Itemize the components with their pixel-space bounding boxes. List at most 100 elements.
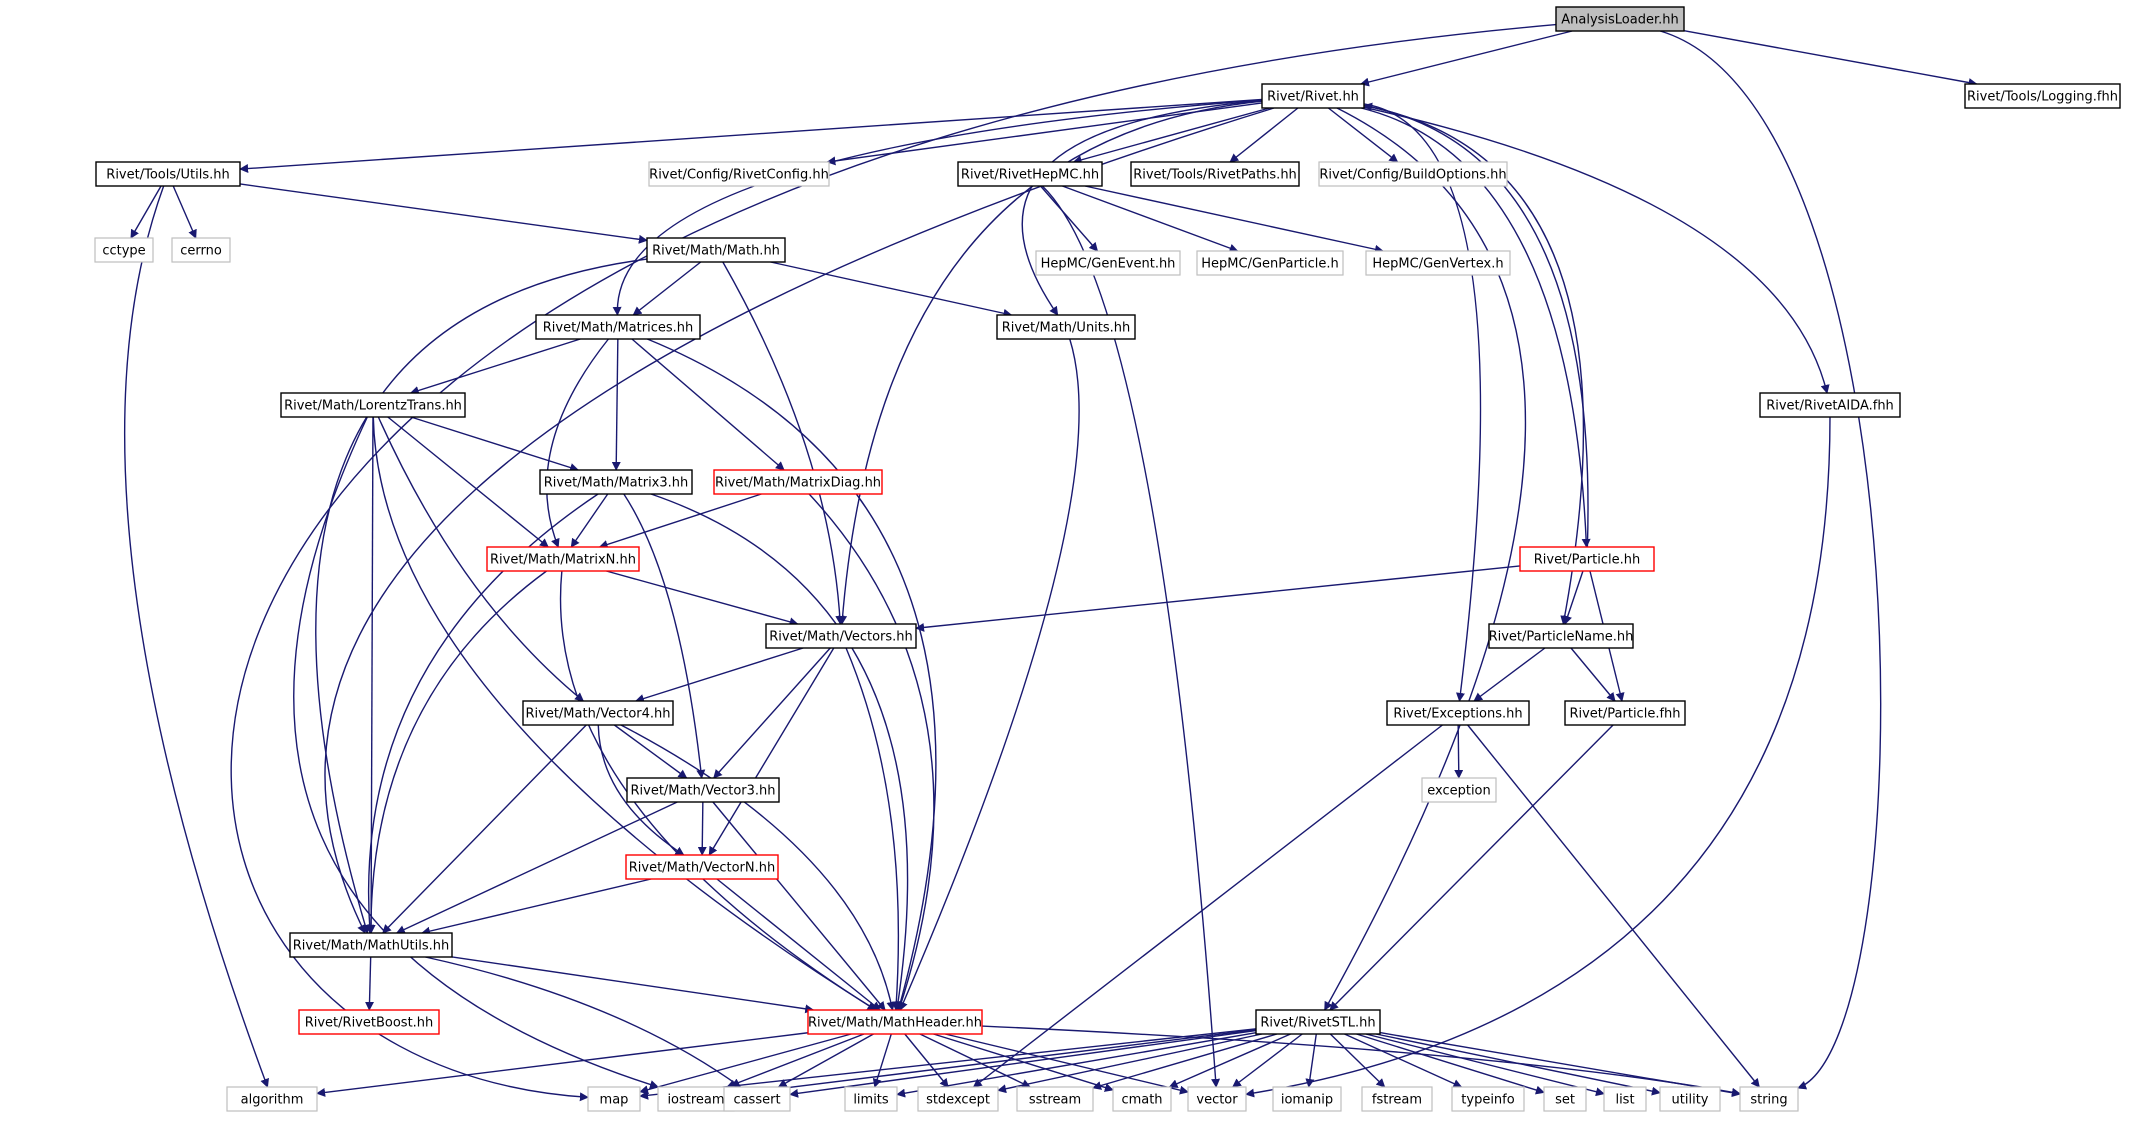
edge-matrix3-to-vector3 xyxy=(623,493,706,779)
node-logging[interactable]: Rivet/Tools/Logging.fhh xyxy=(1964,83,2121,109)
node-exceptions[interactable]: Rivet/Exceptions.hh xyxy=(1386,700,1530,726)
node-stdexcept: stdexcept xyxy=(917,1086,999,1112)
node-box-cassert xyxy=(723,1086,791,1112)
node-box-particlefhh xyxy=(1564,700,1686,726)
node-matrix3[interactable]: Rivet/Math/Matrix3.hh xyxy=(539,469,693,495)
edge-rivetstl-to-map xyxy=(639,1028,1257,1100)
edge-rivetstl-to-utility xyxy=(1375,1033,1661,1096)
node-label-iomanip: iomanip xyxy=(1281,1093,1333,1108)
node-vector4[interactable]: Rivet/Math/Vector4.hh xyxy=(522,700,674,726)
node-particlename[interactable]: Rivet/ParticleName.hh xyxy=(1488,623,1634,649)
node-label-matrixdiag: Rivet/Math/MatrixDiag.hh xyxy=(715,476,881,491)
edge-vectors-to-vector4 xyxy=(635,647,804,703)
node-box-string xyxy=(1739,1086,1799,1112)
node-label-math: Rivet/Math/Math.hh xyxy=(652,244,780,259)
node-label-list: list xyxy=(1615,1093,1634,1108)
edge-vector4-to-mathheader xyxy=(620,724,896,1011)
edge-lorentz-to-mathheader xyxy=(372,416,877,1011)
node-rivetstl[interactable]: Rivet/RivetSTL.hh xyxy=(1255,1009,1381,1035)
node-exception: exception xyxy=(1421,777,1497,803)
edge-rivetstl-to-list xyxy=(1365,1033,1605,1097)
node-box-rivet xyxy=(1261,83,1365,109)
node-box-math xyxy=(646,237,786,263)
edge-vectorn-to-mathutils xyxy=(421,878,652,936)
node-mathutils[interactable]: Rivet/Math/MathUtils.hh xyxy=(289,932,453,958)
edge-particle-to-particlename xyxy=(1563,570,1584,625)
node-label-typeinfo: typeinfo xyxy=(1461,1093,1514,1108)
node-matrices[interactable]: Rivet/Math/Matrices.hh xyxy=(535,314,701,340)
node-genvertex: HepMC/GenVertex.h xyxy=(1365,250,1511,276)
edge-rivet-to-mathutils xyxy=(324,107,1275,934)
node-particle[interactable]: Rivet/Particle.hh xyxy=(1519,546,1655,572)
node-label-particlename: Rivet/ParticleName.hh xyxy=(1489,630,1634,645)
node-box-rivetconfig xyxy=(648,161,830,187)
edge-matrix3-to-mathutils xyxy=(365,493,599,934)
edge-rivetstl-to-stdexcept xyxy=(997,1033,1263,1094)
node-units[interactable]: Rivet/Math/Units.hh xyxy=(996,314,1136,340)
node-buildoptions: Rivet/Config/BuildOptions.hh xyxy=(1318,161,1508,187)
edge-rivethepmc-to-genvertex xyxy=(1084,185,1384,254)
node-box-iomanip xyxy=(1272,1086,1342,1112)
node-label-sstream: sstream xyxy=(1029,1093,1081,1108)
node-box-mathheader xyxy=(807,1009,983,1035)
node-algorithm: algorithm xyxy=(226,1086,318,1112)
node-rivethepmc[interactable]: Rivet/RivetHepMC.hh xyxy=(957,161,1103,187)
node-rivet[interactable]: Rivet/Rivet.hh xyxy=(1261,83,1365,109)
node-label-cmath: cmath xyxy=(1121,1093,1162,1108)
node-label-rivetaida: Rivet/RivetAIDA.fhh xyxy=(1766,399,1894,414)
node-mathheader[interactable]: Rivet/Math/MathHeader.hh xyxy=(807,1009,983,1035)
node-particlefhh[interactable]: Rivet/Particle.fhh xyxy=(1564,700,1686,726)
edge-math-to-matrices xyxy=(632,261,702,316)
edge-matrixdiag-to-matrixn xyxy=(598,493,762,549)
edge-rivetstl-to-limits xyxy=(896,1031,1257,1098)
node-box-cmath xyxy=(1112,1086,1172,1112)
edge-matrix3-to-mathheader xyxy=(650,493,909,1011)
node-cassert: cassert xyxy=(723,1086,791,1112)
node-label-string: string xyxy=(1750,1093,1787,1108)
edge-vectorn-to-mathheader xyxy=(716,878,881,1011)
edge-mathheader-to-limits xyxy=(872,1033,892,1088)
node-matrixn[interactable]: Rivet/Math/MatrixN.hh xyxy=(486,546,640,572)
edge-mathheader-to-cassert xyxy=(777,1033,874,1088)
edge-lorentz-to-matrix3 xyxy=(410,416,579,472)
edge-analysis_loader-to-logging xyxy=(1683,29,1978,87)
node-label-units: Rivet/Math/Units.hh xyxy=(1002,321,1131,336)
node-iostream: iostream xyxy=(657,1086,735,1112)
edge-vectors-to-vector3 xyxy=(713,647,831,779)
node-vector3[interactable]: Rivet/Math/Vector3.hh xyxy=(626,777,780,803)
node-analysis-loader[interactable]: AnalysisLoader.hh xyxy=(1555,6,1685,32)
edge-rivethepmc-to-vector xyxy=(1041,185,1221,1088)
node-lorentz[interactable]: Rivet/Math/LorentzTrans.hh xyxy=(280,392,466,418)
edge-matrixdiag-to-mathheader xyxy=(808,493,935,1011)
node-label-analysis-loader: AnalysisLoader.hh xyxy=(1561,13,1679,28)
node-utils[interactable]: Rivet/Tools/Utils.hh xyxy=(95,161,241,187)
node-label-limits: limits xyxy=(853,1093,889,1108)
edge-matrices-to-lorentz xyxy=(409,338,581,395)
node-label-particlefhh: Rivet/Particle.fhh xyxy=(1569,707,1680,722)
node-label-rivethepmc: Rivet/RivetHepMC.hh xyxy=(961,168,1099,183)
node-label-matrix3: Rivet/Math/Matrix3.hh xyxy=(544,476,689,491)
node-box-matrix3 xyxy=(539,469,693,495)
node-rivetboost[interactable]: Rivet/RivetBoost.hh xyxy=(298,1009,440,1035)
node-vectorn[interactable]: Rivet/Math/VectorN.hh xyxy=(625,854,779,880)
node-vectors[interactable]: Rivet/Math/Vectors.hh xyxy=(765,623,917,649)
node-rivetpaths[interactable]: Rivet/Tools/RivetPaths.hh xyxy=(1130,161,1300,187)
dependency-edges xyxy=(123,23,1978,1102)
edge-matrices-to-matrixdiag xyxy=(631,338,785,471)
edge-rivetstl-to-iomanip xyxy=(1305,1033,1317,1088)
node-box-particle xyxy=(1519,546,1655,572)
node-box-matrices xyxy=(535,314,701,340)
edge-rivet-to-units xyxy=(1021,99,1263,316)
node-label-matrices: Rivet/Math/Matrices.hh xyxy=(543,321,693,336)
node-box-exception xyxy=(1421,777,1497,803)
node-matrixdiag[interactable]: Rivet/Math/MatrixDiag.hh xyxy=(713,469,883,495)
node-string: string xyxy=(1739,1086,1799,1112)
edge-analysis_loader-to-string xyxy=(1660,30,1882,1090)
node-label-cerrno: cerrno xyxy=(180,244,222,259)
node-math[interactable]: Rivet/Math/Math.hh xyxy=(646,237,786,263)
edge-vector4-to-vectorn xyxy=(597,724,685,856)
node-box-cerrno xyxy=(171,237,231,263)
node-rivetaida[interactable]: Rivet/RivetAIDA.fhh xyxy=(1759,392,1901,418)
